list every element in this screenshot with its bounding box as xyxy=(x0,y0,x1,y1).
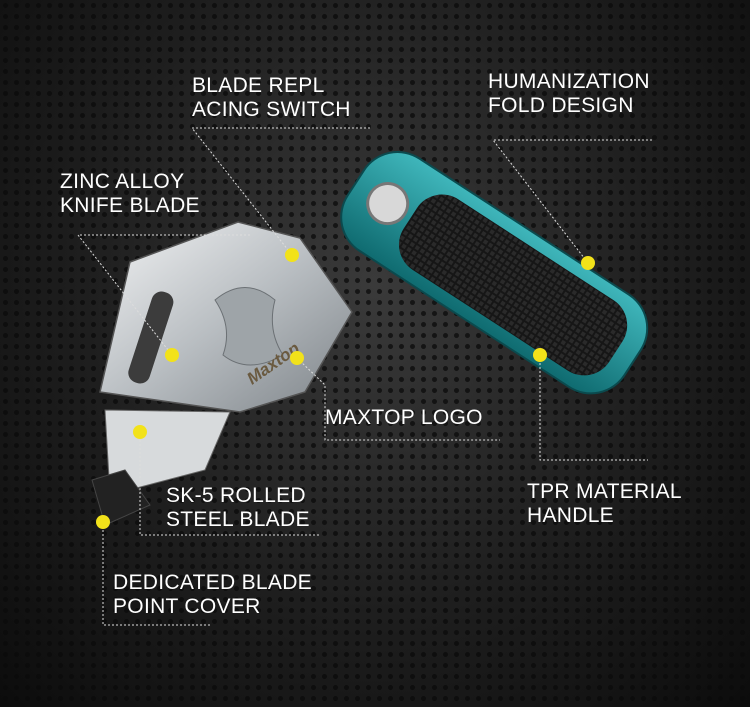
tpr-handle xyxy=(340,151,649,395)
blade-point-cover xyxy=(91,469,151,526)
callout-dots xyxy=(96,248,595,529)
label-logo: MAXTOP LOGO xyxy=(325,406,483,429)
